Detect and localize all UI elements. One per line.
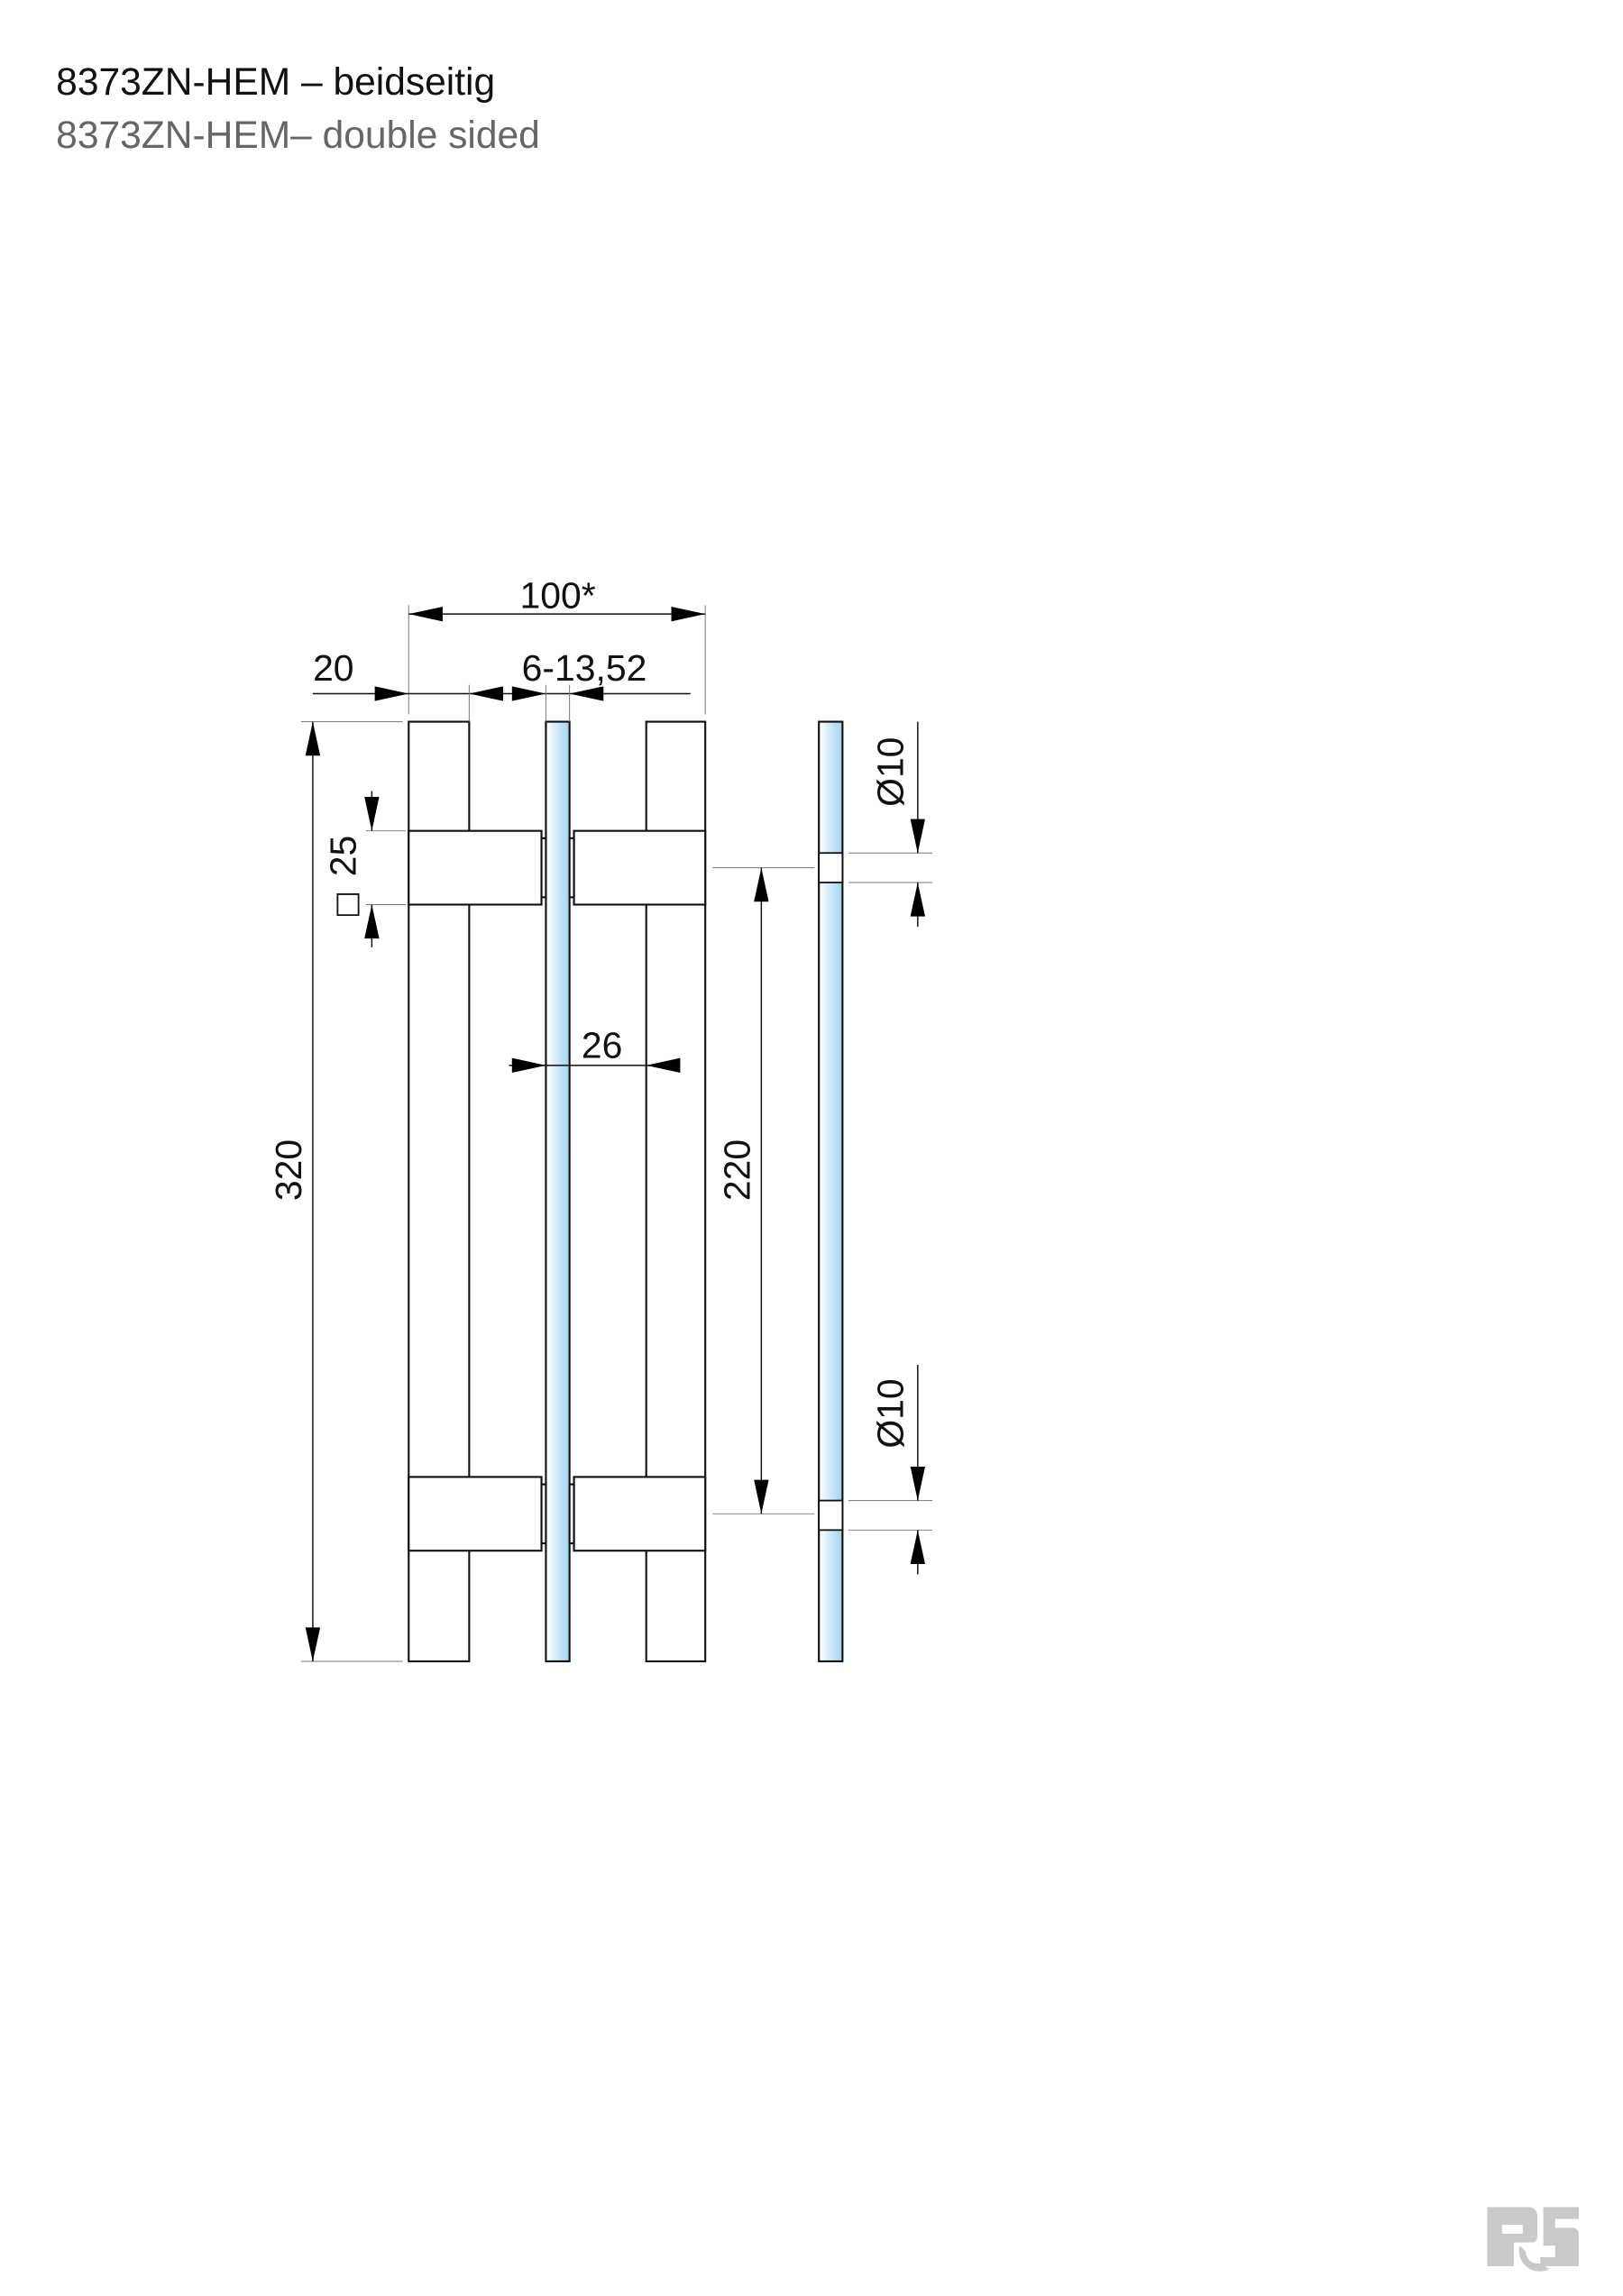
standoff-top-right [573,829,707,906]
title-german: 8373ZN-HEM – beidseitig [56,60,495,104]
glass-panel [545,720,571,1663]
washer-top-left [540,837,547,899]
square-symbol: □ [328,891,362,919]
dimension-height: 320 [268,721,403,1662]
standoff-bottom-left [408,1476,543,1552]
washer-bottom-right [568,1483,575,1545]
dim-glass-thickness: 6-13,52 [522,647,647,689]
dimension-square-section: 25 □ [322,791,406,947]
standoff-top-left [408,829,543,906]
hole-top [818,852,844,883]
dim-320: 320 [268,1139,309,1201]
dimension-overall-width: 100* [408,575,706,715]
side-view [818,720,844,1663]
title-english: 8373ZN-HEM– double sided [56,114,540,157]
dim-hole-bottom: Ø10 [869,1378,911,1448]
dim-220: 220 [716,1139,757,1201]
washer-bottom-left [540,1483,547,1545]
dim-100: 100* [519,575,595,617]
dimension-hole-bottom: Ø10 [848,1365,933,1575]
dim-square-25: 25 [322,836,363,876]
dim-hole-top: Ø10 [869,737,911,807]
washer-top-right [568,837,575,899]
front-view [408,720,707,1663]
standoff-bottom-right [573,1476,707,1552]
dim-26: 26 [582,1025,622,1066]
dimension-hole-top: Ø10 [848,721,933,928]
rs-logo [1487,2207,1579,2272]
hole-bottom [818,1499,844,1532]
dimension-hole-spacing: 220 [712,867,815,1514]
dim-20: 20 [313,647,353,689]
dimension-bar-to-glass: 26 [509,1025,681,1074]
dimension-offsets: 20 6-13,52 [312,647,691,722]
